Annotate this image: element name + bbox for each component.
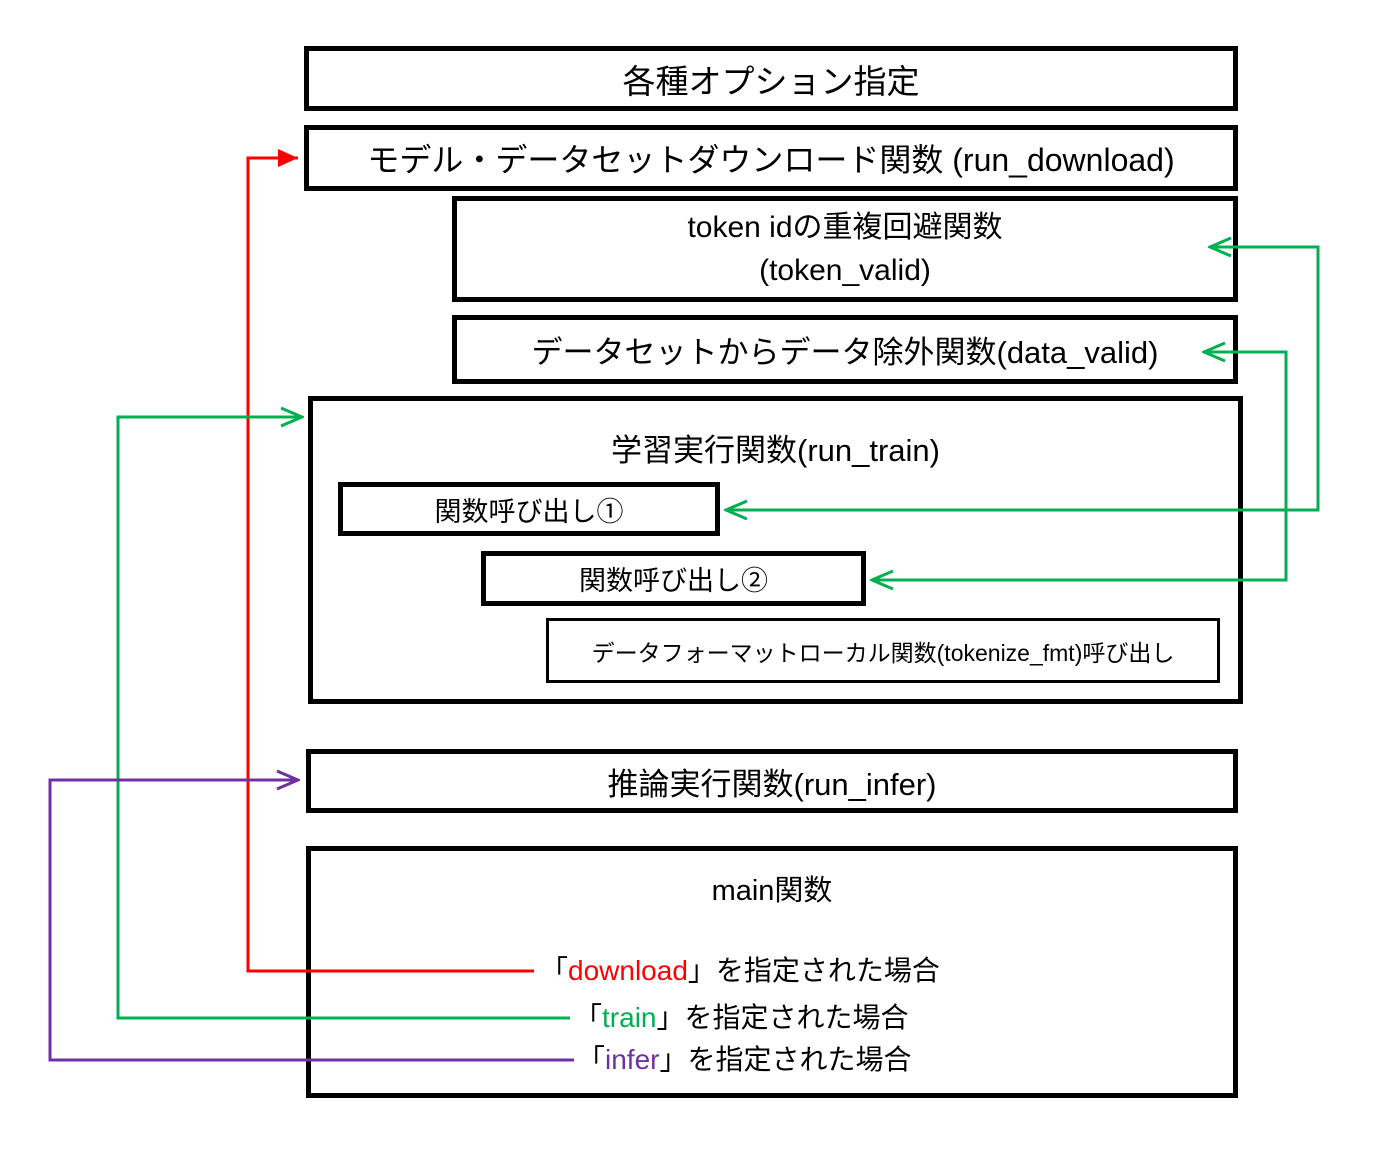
run-infer-box: 推論実行関数(run_infer) [306, 749, 1238, 813]
function-call-2-box: 関数呼び出し② [481, 551, 866, 606]
run-infer-label: 推論実行関数(run_infer) [607, 766, 937, 802]
tokenize-fmt-box: データフォーマットローカル関数(tokenize_fmt)呼び出し [546, 618, 1220, 683]
case-train-rest: 」を指定された場合 [656, 1002, 909, 1033]
case-download-keyword: download [568, 955, 688, 986]
run-train-label: 学習実行関数(run_train) [611, 433, 940, 468]
case-download-open-bracket: 「 [540, 955, 569, 986]
token-valid-label-line1: token idの重複回避関数 [687, 210, 1003, 244]
data-valid-box: データセットからデータ除外関数(data_valid) [452, 315, 1238, 384]
function-call-2-label: 関数呼び出し② [579, 566, 768, 596]
case-train: 「train」を指定された場合 [574, 1004, 909, 1032]
data-valid-label: データセットからデータ除外関数(data_valid) [531, 335, 1159, 370]
options-label: 各種オプション指定 [622, 62, 920, 100]
options-box: 各種オプション指定 [304, 46, 1238, 111]
token-valid-label-line2: (token_valid) [759, 254, 931, 287]
case-train-open-bracket: 「 [574, 1002, 603, 1033]
main-label: main関数 [711, 875, 833, 907]
case-infer-keyword: infer [605, 1044, 660, 1075]
run-download-box: モデル・データセットダウンロード関数 (run_download) [304, 125, 1238, 191]
case-download: 「download」を指定された場合 [540, 957, 940, 985]
run-download-label: モデル・データセットダウンロード関数 (run_download) [367, 142, 1175, 178]
case-infer: 「infer」を指定された場合 [577, 1046, 912, 1074]
case-download-rest: 」を指定された場合 [687, 955, 940, 986]
function-call-1-box: 関数呼び出し① [338, 482, 720, 536]
token-valid-box: token idの重複回避関数 (token_valid) [452, 196, 1238, 302]
case-infer-open-bracket: 「 [577, 1044, 606, 1075]
tokenize-fmt-label: データフォーマットローカル関数(tokenize_fmt)呼び出し [591, 639, 1175, 666]
case-infer-rest: 」を指定された場合 [659, 1044, 912, 1075]
function-call-1-label: 関数呼び出し① [434, 496, 624, 527]
case-train-keyword: train [602, 1002, 657, 1033]
